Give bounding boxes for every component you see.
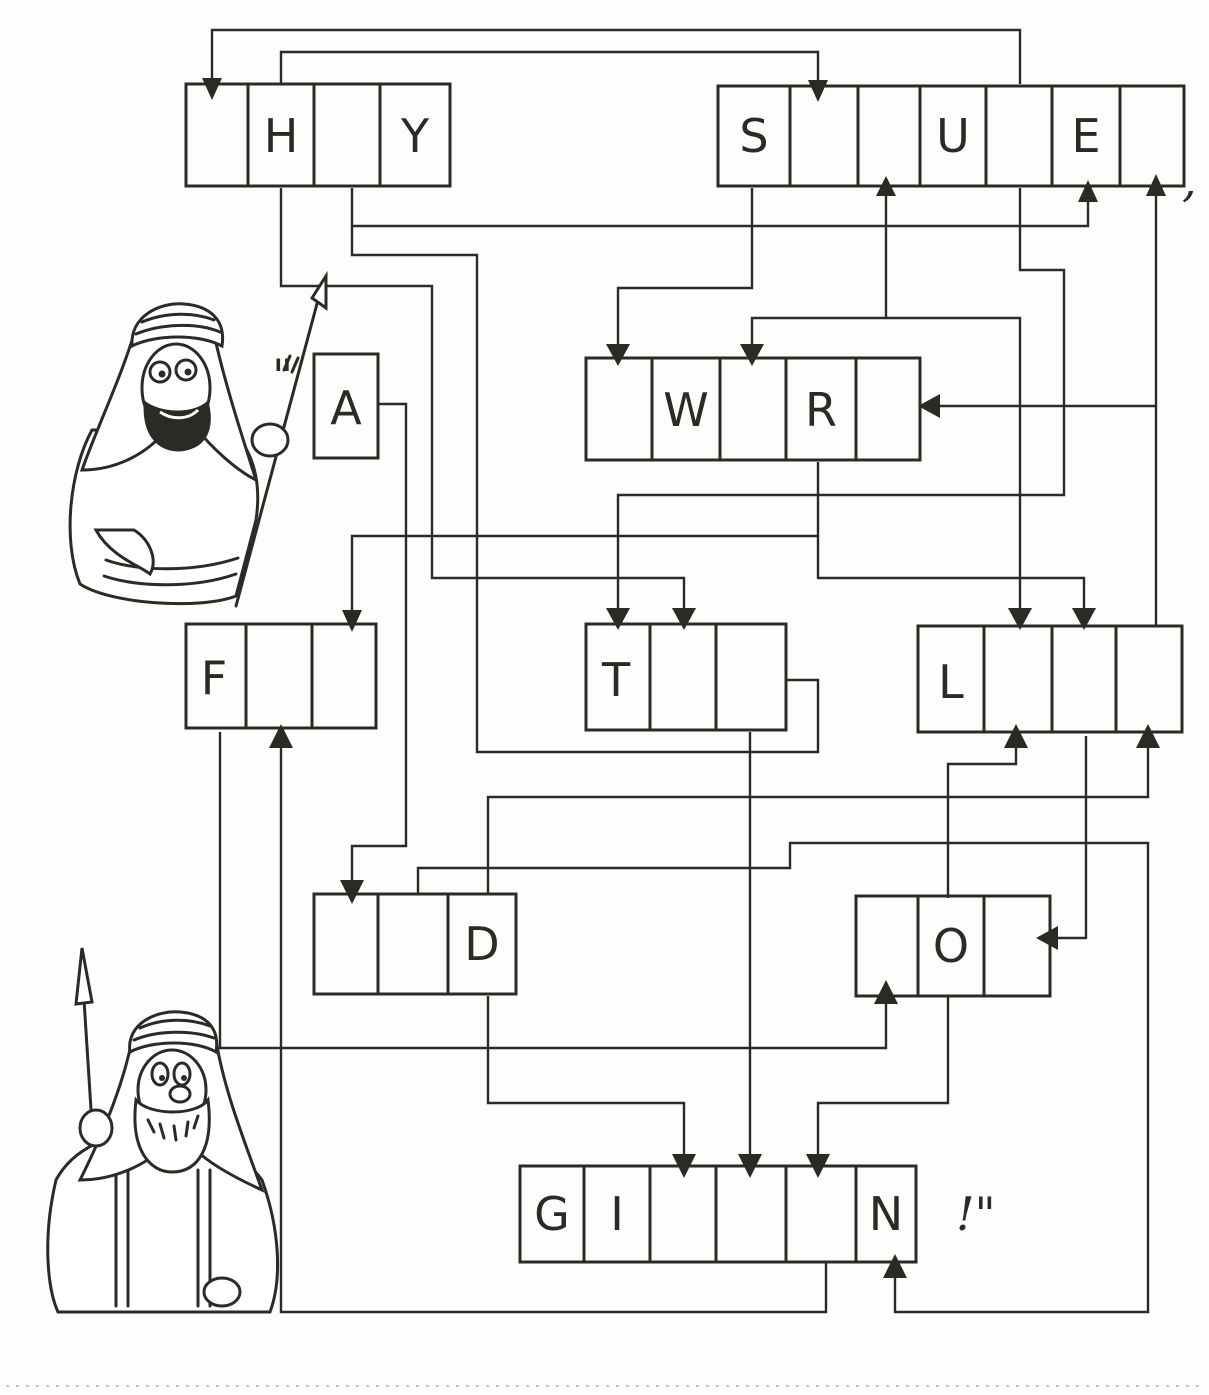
letter-cell: N: [869, 1187, 903, 1241]
word-box-l: L: [916, 624, 1184, 734]
letter-cell: E: [1071, 109, 1100, 163]
word-box-a: " A: [272, 349, 380, 460]
arrow-up: [1136, 724, 1160, 748]
soldier-illustration-bottom: [46, 947, 280, 1314]
arrow-left: [1036, 926, 1058, 950]
arrow-up: [1004, 724, 1028, 748]
arrow-down: [342, 610, 362, 632]
arrow-up: [874, 980, 898, 1004]
letter-cell: W: [663, 383, 708, 437]
word-box-t: T: [584, 622, 788, 732]
arrow-up: [1078, 180, 1098, 202]
arrow-down: [606, 344, 630, 366]
letter-cell: S: [739, 109, 768, 163]
maze-arrowheads: [202, 78, 1166, 1278]
letter-cell: H: [264, 109, 299, 163]
comma-mark: ,: [1182, 153, 1197, 207]
arrow-down: [672, 608, 696, 630]
arrow-down: [606, 608, 630, 630]
arrow-down: [1008, 608, 1032, 630]
arrow-down: [1072, 608, 1096, 630]
letter-cell: A: [330, 381, 362, 435]
letter-cell: R: [805, 383, 837, 437]
letter-cell: F: [201, 651, 227, 705]
exclamation-close-quote: !": [956, 1187, 996, 1241]
arrow-down: [740, 344, 764, 366]
word-box-gin: G I N: [518, 1164, 918, 1264]
arrow-down: [808, 80, 828, 102]
letter-cell: L: [938, 655, 964, 709]
word-box-o: O: [854, 894, 1052, 998]
arrow-up: [883, 1254, 907, 1278]
word-box-hy: H Y: [184, 82, 452, 188]
word-box-wr: W R: [584, 356, 922, 462]
letter-cell: I: [610, 1187, 624, 1241]
letter-cell: G: [534, 1187, 570, 1241]
soldier-illustration-top: [68, 270, 328, 608]
word-box-sue: S U E: [716, 84, 1186, 188]
word-box-d: D: [312, 892, 518, 996]
letter-cell: D: [464, 917, 499, 971]
arrow-down: [340, 880, 364, 904]
arrow-up: [269, 724, 293, 748]
letter-cell: Y: [400, 109, 430, 163]
letter-cell: U: [936, 109, 970, 163]
letter-cell: T: [601, 653, 631, 707]
arrow-left: [918, 394, 940, 418]
letter-cell: O: [933, 919, 969, 973]
word-box-f: F: [184, 622, 378, 730]
maze-wires: [210, 28, 1158, 1314]
arrow-down: [202, 78, 222, 100]
